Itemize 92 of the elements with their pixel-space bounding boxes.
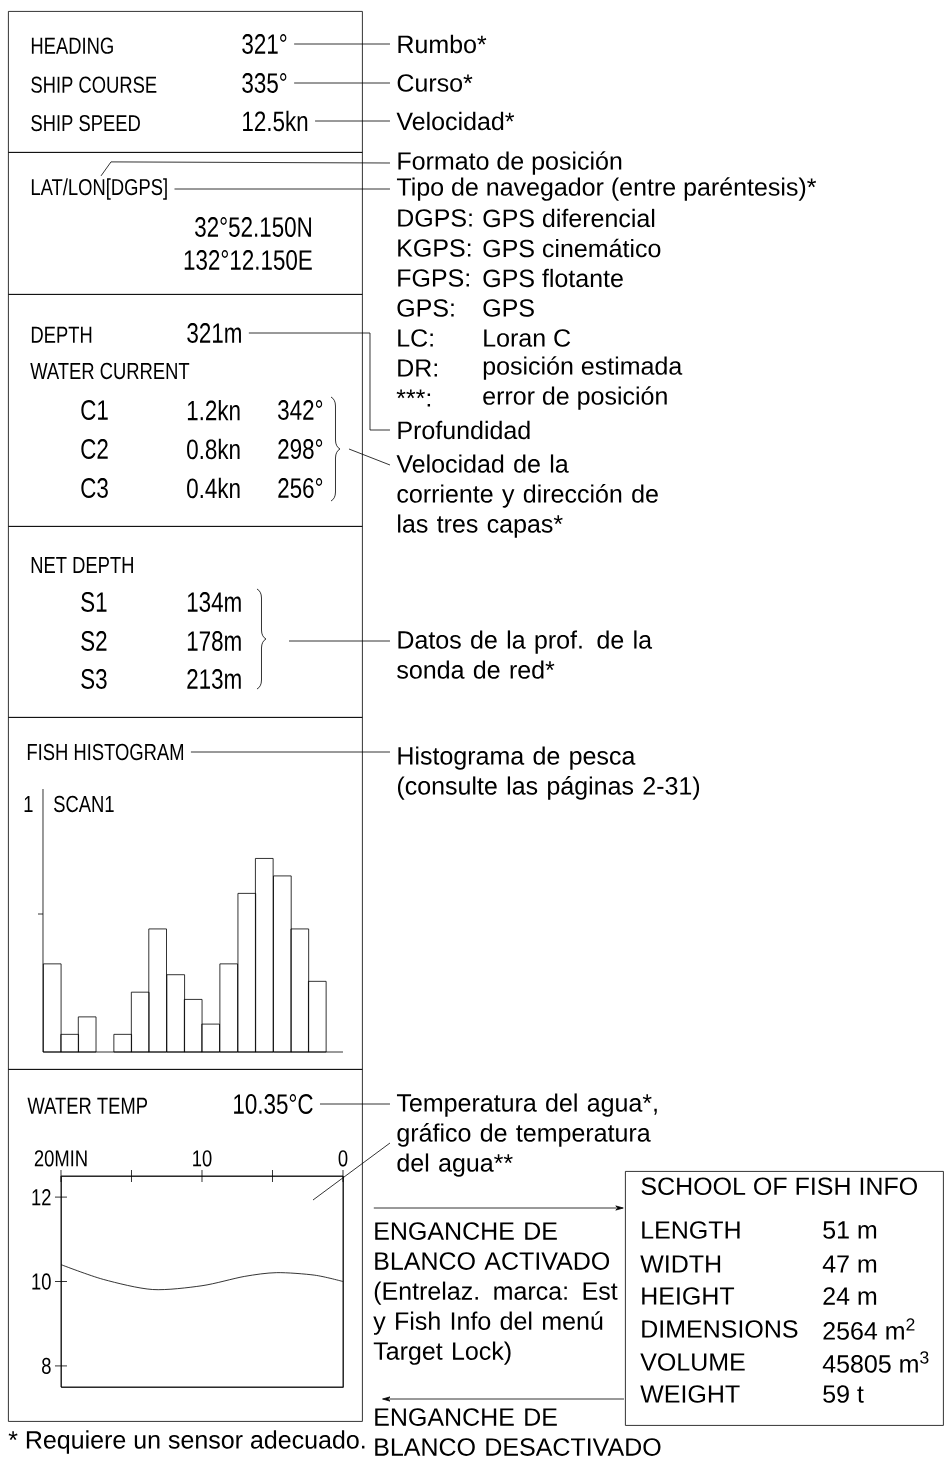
table-cell: 51 m <box>823 1221 877 1239</box>
panel-section <box>8 717 363 1070</box>
code-meaning: posición estimada <box>483 356 683 380</box>
y-tick-label: 12 <box>32 1189 51 1206</box>
callout-text: Tipo de navegador (entre paréntesis)* <box>396 177 817 201</box>
readout-row: WATER TEMP 10.35°C <box>27 1094 313 1114</box>
display-label: FISH HISTOGRAM <box>27 743 183 761</box>
arrow <box>382 1396 625 1402</box>
code-meaning: Loran C <box>484 329 571 347</box>
panel-section <box>8 526 363 718</box>
arrow <box>373 1205 624 1211</box>
edge-label: ENGANCHE DE BLANCO ACTIVADO (Entrelaz. marca: Est y Fish Info del menú Target Lock) <box>373 1222 618 1365</box>
readout-label: WATER CURRENT <box>30 362 190 380</box>
table-cell: HEIGHT <box>642 1287 735 1305</box>
leader-line <box>348 448 391 466</box>
callout-text: Datos de la prof. de la sonda de red* <box>397 630 653 679</box>
panel-section <box>8 152 363 295</box>
table-cell: LENGTH <box>642 1221 740 1239</box>
axis-label: 1 <box>24 796 33 812</box>
readout-value: S1 <box>81 592 107 612</box>
code-meaning: GPS <box>483 299 534 317</box>
code-key: DR: <box>398 359 437 377</box>
table-cell: 24 m <box>823 1287 877 1305</box>
table-cell: 2564 m$^{2}$ <box>823 1318 915 1340</box>
code-key: LC: <box>398 329 433 347</box>
table-cell: VOLUME <box>640 1353 745 1371</box>
readout-value: 342° <box>278 400 323 420</box>
leader-line <box>314 120 391 122</box>
readout-value: 298° <box>278 439 323 459</box>
leader-line <box>312 1142 391 1201</box>
panel-section <box>8 11 363 153</box>
leader-line <box>248 332 391 431</box>
readout-value: 256° <box>278 478 323 498</box>
table-cell: WIDTH <box>640 1255 721 1273</box>
x-tick-label: 20MIN <box>34 1150 87 1167</box>
table-cell: 45805 m$^{3}$ <box>822 1351 929 1373</box>
table-cell: 59 t <box>823 1385 864 1403</box>
position-readout: 132°12.150E <box>184 250 312 270</box>
callout-text: Velocidad de la corriente y dirección de las tres capas* <box>396 454 658 538</box>
readout-value: C1 <box>81 400 108 420</box>
callout-text: Profundidad <box>398 420 530 440</box>
readout-value: 0.8kn <box>187 438 240 460</box>
code-key: FGPS: <box>398 269 469 287</box>
leader-line <box>288 640 391 642</box>
readout-value: 134m <box>187 592 241 612</box>
table-cell: WEIGHT <box>640 1385 740 1403</box>
readout-value: C2 <box>81 439 108 459</box>
code-meaning: GPS diferencial <box>483 208 655 228</box>
scan-label: SCAN1 <box>54 795 114 813</box>
readout-value: C3 <box>81 478 108 498</box>
readout-row: SHIP SPEED 12.5kn <box>31 110 308 132</box>
position-readout: 32°52.150N <box>195 217 311 237</box>
table-cell: 47 m <box>822 1255 877 1273</box>
code-meaning: error de posición <box>483 386 667 410</box>
x-tick-label: 10 <box>193 1150 212 1167</box>
y-tick-label: 10 <box>32 1273 51 1290</box>
panel-section <box>8 1069 363 1422</box>
line-series <box>61 1264 343 1291</box>
callout-text: Curso* <box>397 74 473 92</box>
code-key: DGPS: <box>398 209 472 227</box>
code-key: GPS: <box>397 299 454 317</box>
leader-line <box>293 82 391 84</box>
leader-line <box>174 188 391 190</box>
table-cell: DIMENSIONS <box>642 1320 798 1338</box>
footnote: * Requiere un sensor adecuado. <box>8 1430 365 1454</box>
readout-value: 213m <box>187 669 241 689</box>
readout-row: HEADING 321° <box>31 34 287 54</box>
readout-value: 1.2kn <box>187 399 240 421</box>
line-chart: 20MIN 10 0 8 10 12 <box>32 1150 348 1388</box>
x-tick-label: 0 <box>338 1150 348 1167</box>
callout-text: Formato de posición <box>398 151 622 175</box>
readout-value: 178m <box>187 631 241 651</box>
panel-section <box>8 294 363 527</box>
y-tick-label: 8 <box>42 1357 51 1375</box>
code-key: ***: <box>396 389 431 407</box>
code-meaning: GPS cinemático <box>483 238 661 258</box>
display-label: LAT/LON[DGPS] <box>31 178 167 200</box>
code-meaning: GPS flotante <box>483 268 623 288</box>
leader-line <box>190 751 391 753</box>
callout-text: Rumbo* <box>398 34 487 54</box>
code-key: KGPS: <box>398 239 471 257</box>
readout-row: DEPTH 321m <box>31 323 241 343</box>
readout-label: NET DEPTH <box>31 557 133 573</box>
leader-line <box>293 43 391 45</box>
leader-line <box>319 1103 391 1105</box>
readout-value: S3 <box>81 669 107 689</box>
readout-value: 0.4kn <box>187 477 240 499</box>
readout-value: S2 <box>81 631 107 651</box>
callout-text: Histograma de pesca (consulte las páginas 2-31) <box>397 746 700 800</box>
leader-line <box>100 161 391 177</box>
readout-row: SHIP COURSE 335° <box>31 73 287 93</box>
callout-text: Velocidad* <box>396 111 515 131</box>
